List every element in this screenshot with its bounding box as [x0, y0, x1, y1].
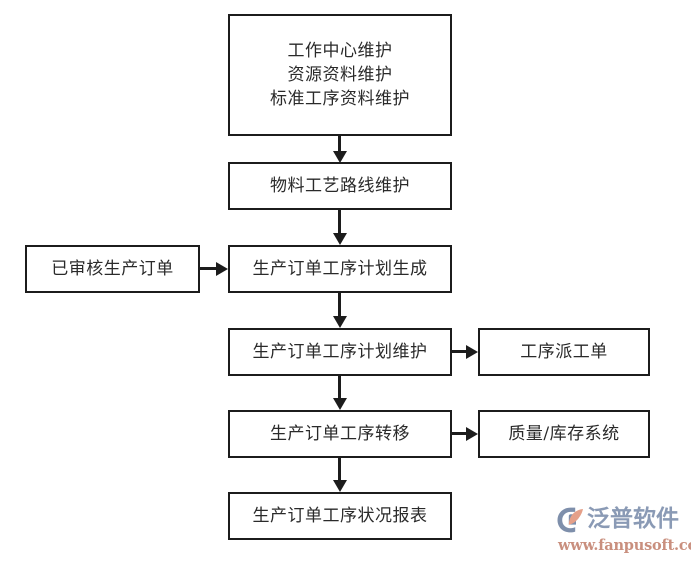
flow-node-approved-order-label: 已审核生产订单 — [51, 258, 174, 279]
flow-node-operation-transfer[interactable]: 生产订单工序转移 — [228, 410, 452, 458]
flow-node-operation-transfer-label: 生产订单工序转移 — [270, 423, 410, 444]
flow-node-plan-generate[interactable]: 生产订单工序计划生成 — [228, 245, 452, 293]
watermark-brand-text: 泛普软件 — [587, 506, 679, 532]
watermark-brand-row: 泛普软件 — [556, 503, 688, 536]
arrow-plan-maintain-to-operation-transfer — [338, 376, 341, 399]
flow-node-status-report-label: 生产订单工序状况报表 — [252, 505, 428, 526]
arrow-master-data-to-routing — [338, 136, 341, 152]
watermark-url-text: www.fanpusoft.com — [558, 537, 691, 554]
flow-node-quality-inventory[interactable]: 质量/库存系统 — [478, 410, 650, 458]
flow-node-master-data-line-2: 资源资料维护 — [287, 64, 393, 85]
fanpu-logo-icon — [557, 507, 583, 532]
flow-node-routing[interactable]: 物料工艺路线维护 — [228, 162, 452, 210]
flow-node-master-data-line-3: 标准工序资料维护 — [270, 89, 410, 110]
arrow-routing-to-plan-generate — [338, 210, 341, 234]
flow-node-quality-inventory-label: 质量/库存系统 — [508, 423, 620, 444]
flow-node-plan-generate-label: 生产订单工序计划生成 — [252, 258, 428, 279]
flow-node-routing-label: 物料工艺路线维护 — [270, 175, 410, 196]
flow-node-approved-order[interactable]: 已审核生产订单 — [25, 245, 200, 293]
flow-node-dispatch-order-label: 工序派工单 — [520, 341, 608, 362]
flow-node-master-data-line-1: 工作中心维护 — [287, 40, 393, 61]
arrow-plan-generate-to-plan-maintain — [338, 293, 341, 317]
flow-node-dispatch-order[interactable]: 工序派工单 — [478, 328, 650, 376]
arrow-plan-maintain-to-dispatch-order — [452, 350, 467, 353]
arrow-approved-order-to-plan-generate — [200, 267, 217, 270]
arrow-operation-transfer-to-quality-inventory — [452, 432, 467, 435]
flow-node-master-data[interactable]: 工作中心维护 资源资料维护 标准工序资料维护 — [228, 14, 452, 136]
arrow-operation-transfer-to-status-report — [338, 458, 341, 481]
flow-node-plan-maintain[interactable]: 生产订单工序计划维护 — [228, 328, 452, 376]
watermark-logo: 泛普软件 www.fanpusoft.com — [556, 503, 691, 555]
flow-node-status-report[interactable]: 生产订单工序状况报表 — [228, 492, 452, 540]
flow-node-plan-maintain-label: 生产订单工序计划维护 — [252, 341, 428, 362]
